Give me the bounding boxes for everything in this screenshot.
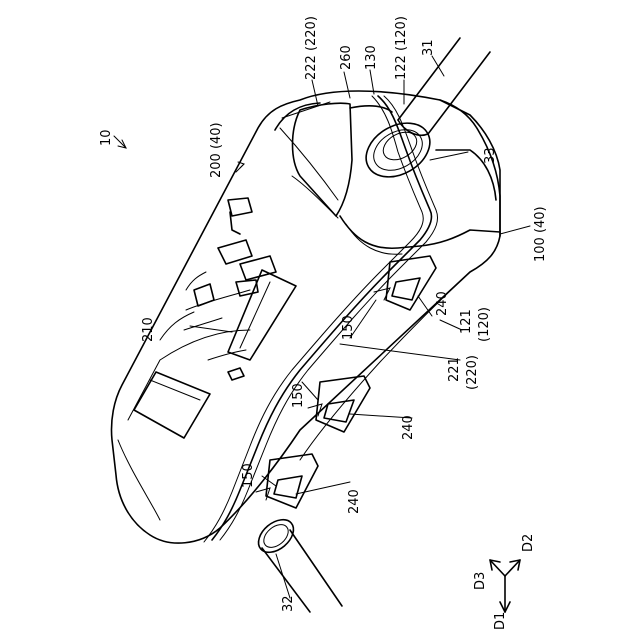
label-122: 122 (120) [394,16,409,80]
clip-upper [374,256,436,310]
label-32: 32 [281,595,296,612]
label-150-a: 150 [341,315,356,340]
label-221-sub: (220) [465,355,480,390]
label-100: 100 (40) [533,206,548,262]
label-240-c: 240 [347,489,362,514]
label-10: 10 [99,129,114,146]
cable-32 [252,513,342,612]
label-33: 33 [483,147,498,164]
label-d2: D2 [521,534,536,552]
label-200: 200 (40) [209,122,224,178]
clip-lower [256,454,318,508]
label-121: 121 [459,309,474,334]
housing-body [111,91,500,543]
label-150-c: 150 [241,463,256,488]
direction-axes: D1 D2 D3 [473,534,536,630]
label-150-b: 150 [291,383,306,408]
label-240-a: 240 [435,291,450,316]
label-240-b: 240 [401,415,416,440]
clip-middle [308,376,370,432]
label-210: 210 [141,317,156,342]
label-d3: D3 [473,572,488,590]
label-130: 130 [364,45,379,70]
label-d1: D1 [493,612,508,630]
grommet-33 [357,112,440,188]
label-260: 260 [339,45,354,70]
reference-labels: 10 200 (40) 222 (220) 260 130 122 (120) … [99,16,548,612]
label-121-sub: (120) [477,307,492,342]
label-222: 222 (220) [304,16,319,80]
label-31: 31 [421,39,436,56]
lower-body [300,100,500,460]
label-221: 221 [447,357,462,382]
